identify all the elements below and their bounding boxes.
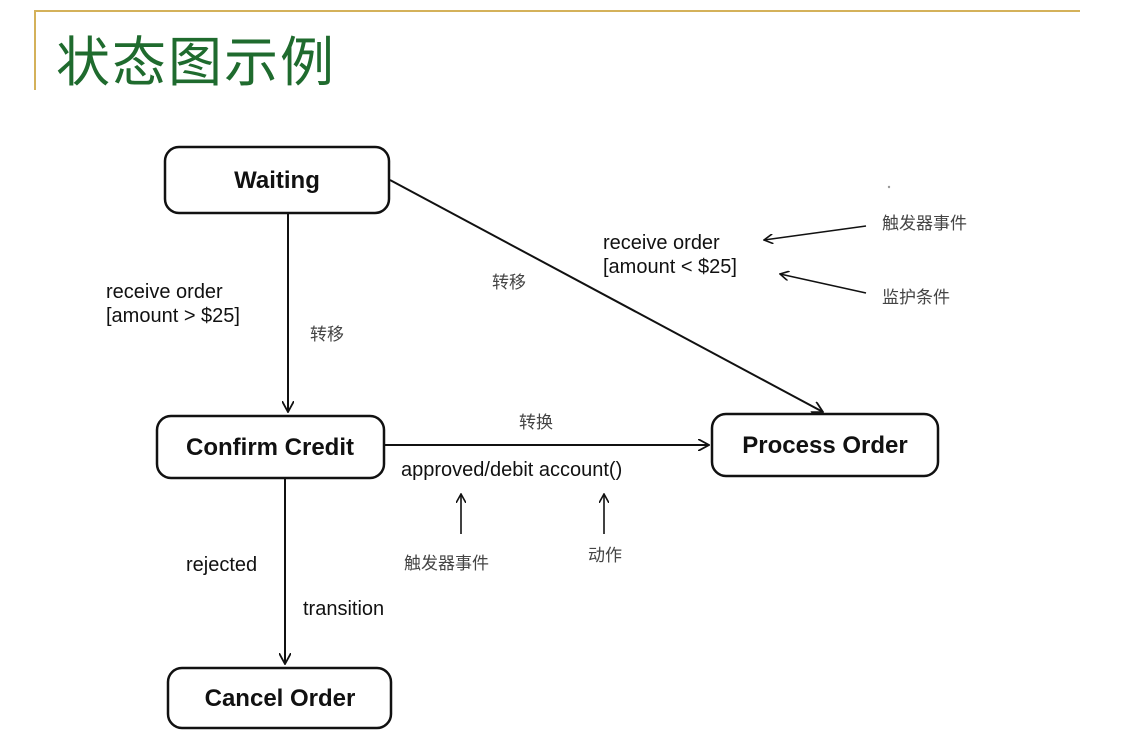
trigger-callout-label: 触发器事件 (404, 554, 489, 574)
state-confirm-credit: Confirm Credit (155, 414, 386, 480)
waiting-confirm-event: receive order (106, 281, 223, 303)
waiting-confirm-guard: [amount > $25] (106, 305, 240, 327)
confirm-cancel-event: rejected (186, 554, 257, 576)
waiting-process-annotation: 转移 (492, 273, 526, 293)
title-top-rule (34, 10, 1080, 12)
state-cancel-order-label: Cancel Order (205, 685, 356, 712)
event-callout-pointer (764, 225, 867, 240)
state-confirm-credit-label: Confirm Credit (186, 434, 354, 461)
waiting-process-guard: [amount < $25] (603, 256, 737, 278)
confirm-process-annotation: 转换 (519, 413, 553, 433)
state-waiting-label: Waiting (234, 167, 320, 194)
confirm-cancel-annotation: transition (303, 598, 384, 620)
page-title: 状态图示例 (56, 31, 336, 94)
state-cancel-order: Cancel Order (166, 666, 393, 730)
state-process-order-label: Process Order (742, 432, 907, 459)
waiting-confirm-annotation: 转移 (310, 325, 344, 345)
guard-callout-pointer (780, 274, 867, 294)
action-callout-label: 动作 (588, 546, 622, 566)
event-callout-label: 触发器事件 (882, 214, 967, 234)
state-waiting: Waiting (163, 145, 391, 215)
waiting-process-event: receive order (603, 232, 720, 254)
title-side-rule (34, 10, 36, 90)
confirm-process-label: approved/debit account() (401, 459, 622, 481)
speck-mark (887, 185, 891, 189)
state-process-order: Process Order (710, 412, 940, 478)
arrow-waiting-to-process (389, 179, 823, 412)
guard-callout-label: 监护条件 (882, 288, 950, 308)
